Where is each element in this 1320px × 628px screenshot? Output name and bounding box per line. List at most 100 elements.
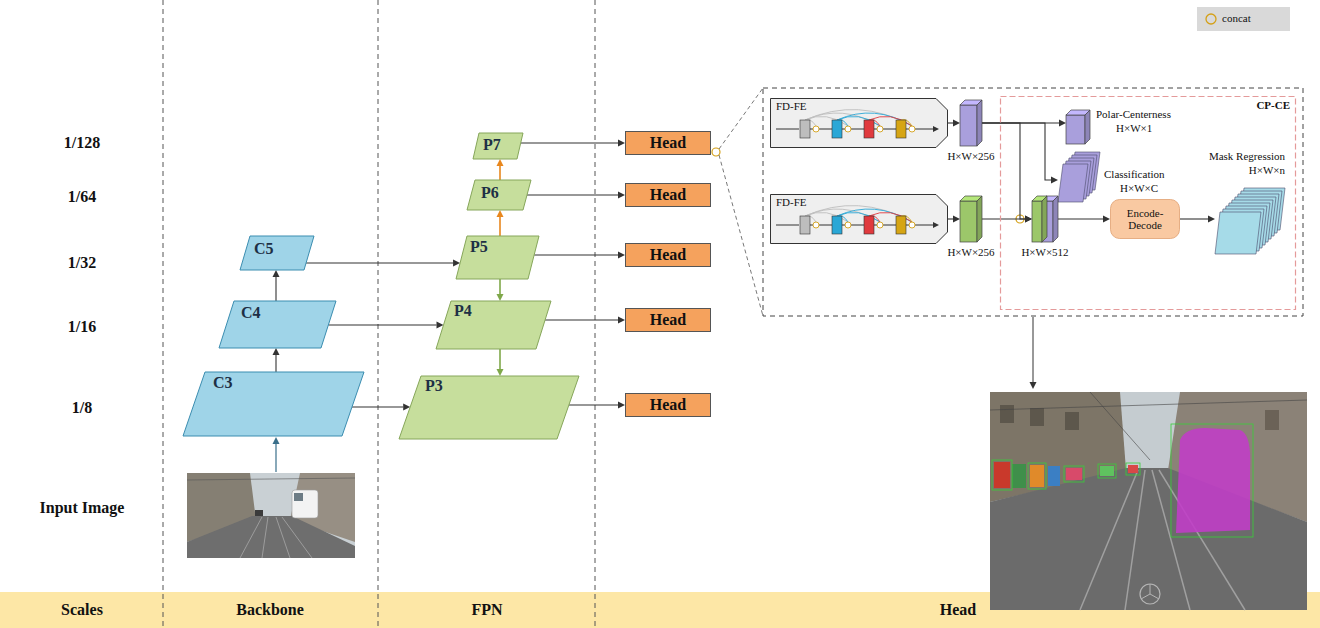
connector-line	[534, 254, 618, 255]
backbone-feature-map-outline	[219, 301, 336, 348]
fpn-level-text: P3	[425, 377, 443, 395]
text-holder: 1/16	[68, 318, 96, 336]
text-holder: Scales	[61, 601, 103, 619]
text-holder: H×W×512	[1021, 246, 1068, 258]
centerness-output-text: H×W×1	[1116, 122, 1152, 134]
connector	[1180, 216, 1215, 223]
fpn-level-text: P6	[481, 184, 499, 202]
fd-fe-module: FD-FE	[770, 194, 948, 244]
feature-block	[977, 100, 982, 146]
mini-arrow	[851, 225, 864, 226]
output-image	[1126, 463, 1140, 475]
column-divider	[595, 0, 596, 628]
zoom-indicator	[719, 155, 763, 316]
input-image	[276, 517, 290, 558]
scale-label: Input Image	[40, 499, 125, 517]
legend-text: concat	[1222, 12, 1251, 24]
legend-box	[1206, 14, 1216, 24]
centerness-output-text: Polar-Centerness	[1096, 108, 1171, 120]
mini-arrow	[915, 225, 933, 226]
input-image	[240, 517, 262, 558]
connector	[545, 317, 625, 324]
arrowhead	[1103, 216, 1110, 223]
input-image	[187, 516, 355, 558]
parallelogram	[456, 236, 539, 279]
connector-line	[275, 355, 276, 372]
feature-block	[1053, 196, 1058, 242]
text-holder: Mask Regression	[1209, 150, 1285, 162]
connector	[497, 279, 504, 301]
feature-block	[1066, 115, 1085, 144]
mini-concat	[813, 222, 819, 228]
scale-label: 1/128	[64, 134, 100, 152]
parallelogram	[436, 301, 551, 349]
flow-arrow	[275, 444, 276, 472]
feature-block	[977, 196, 982, 242]
fpn-level: P3	[399, 376, 579, 439]
mini-arrow	[874, 129, 877, 130]
connector-line	[545, 319, 618, 320]
arrowhead	[497, 210, 504, 217]
centerness-output: Polar-CenternessH×W×1	[1066, 110, 1090, 144]
connector	[497, 159, 504, 180]
text-holder: FD-FE	[776, 100, 807, 112]
flow-arrow	[273, 437, 280, 472]
fd-fe-module: FD-FE	[770, 98, 948, 148]
text-holder: H×W×256	[947, 246, 994, 258]
connector-line	[275, 277, 276, 301]
fpn-level: P7	[473, 133, 523, 159]
output-image	[1090, 392, 1150, 460]
text-holder: H×W×n	[1249, 164, 1285, 176]
fpn-level-text: P5	[470, 238, 488, 256]
connector	[273, 270, 280, 301]
output-image	[1098, 464, 1116, 478]
arrowhead	[1051, 177, 1058, 184]
scale-label: 1/32	[68, 254, 96, 272]
connector	[521, 140, 625, 147]
mini-arrow	[842, 129, 845, 130]
connector	[527, 192, 625, 199]
text-holder: Backbone	[236, 601, 304, 619]
connector	[1058, 216, 1110, 223]
text-holder: FPN	[471, 601, 502, 619]
parallelogram	[467, 180, 531, 210]
connector-line	[1058, 218, 1103, 219]
connector-line	[499, 349, 501, 369]
cp-ce-region: CP-CEPolar-CenternessH×W×1Classification…	[1000, 96, 1296, 310]
mini-arrow	[883, 129, 896, 130]
connector-line	[306, 262, 453, 263]
text-holder: P7	[483, 136, 501, 154]
mini-block	[800, 120, 810, 138]
output-image	[1030, 408, 1044, 426]
mini-arrow	[842, 225, 845, 226]
concat-tensor-text: H×W×512	[1021, 246, 1068, 258]
text-holder: 1/64	[68, 188, 96, 206]
output-image	[1000, 405, 1014, 423]
centerness-output-outline	[1066, 110, 1090, 144]
mini-block	[864, 216, 874, 234]
text-holder: Head	[625, 131, 711, 155]
fpn-level-text: P4	[454, 302, 472, 320]
mini-arrowhead	[933, 222, 939, 228]
connector-line	[527, 194, 618, 195]
feature-block	[960, 201, 977, 242]
column-divider	[378, 0, 379, 628]
output-image	[1066, 468, 1082, 480]
classification-output-outline	[1058, 152, 1100, 202]
fd-fe-module-text: FD-FE	[776, 196, 807, 208]
mini-arrow	[906, 129, 909, 130]
text-holder: Input Image	[40, 499, 125, 517]
cp-ce-region-text: CP-CE	[1256, 99, 1290, 111]
region-outline	[1001, 97, 1296, 310]
arrowhead	[273, 348, 280, 355]
mini-concat	[877, 126, 883, 132]
output-sheet	[1215, 212, 1261, 254]
connector-line	[328, 324, 436, 325]
connector	[306, 260, 460, 267]
head-box: Head	[625, 183, 711, 207]
output-image	[1141, 594, 1150, 599]
feature-tensor-text: H×W×256	[947, 150, 994, 162]
concat-tensor: H×W×512	[1032, 196, 1058, 242]
